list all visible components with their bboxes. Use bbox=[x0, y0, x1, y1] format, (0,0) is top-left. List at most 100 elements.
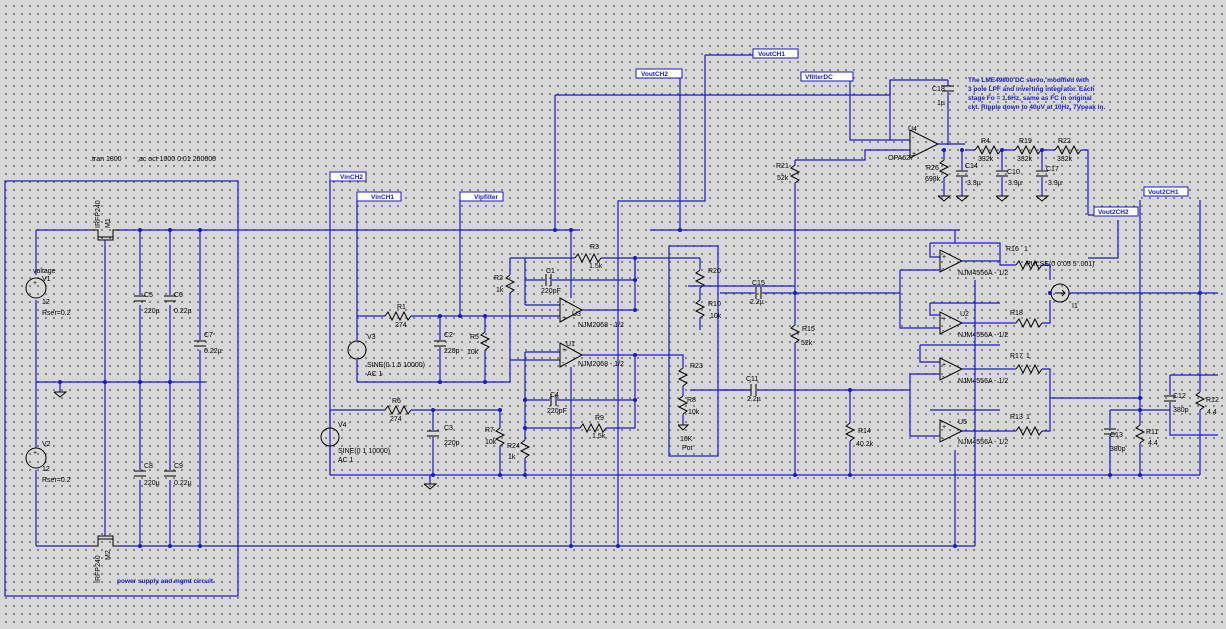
netflag-voutch2[interactable]: VoutCH2 bbox=[635, 68, 683, 79]
servo-note-line-2: 3 pole LPF and inverting integrator. Eac… bbox=[968, 86, 1094, 93]
capacitor-c7[interactable]: C7 0.22µ bbox=[194, 332, 222, 355]
r6-value: 274 bbox=[390, 416, 402, 423]
r24-name: R24 bbox=[507, 443, 520, 450]
u6-value: NJM4556A - 1/2 bbox=[958, 378, 1008, 385]
ac-directive[interactable]: ;ac oct 1000 0.01 200000 bbox=[137, 156, 216, 163]
i1-value: PULSE(0 0.05 5 .001) bbox=[1026, 261, 1095, 268]
c6-name: C6 bbox=[174, 292, 183, 299]
r16-value: 1 bbox=[1024, 246, 1028, 253]
r12-name: R12 bbox=[1206, 397, 1219, 404]
pot-block[interactable]: R20 R10 10k R23 R8 10k 10K Pot bbox=[635, 245, 795, 457]
mosfet-m2[interactable]: IRFP240 M2 bbox=[91, 382, 120, 583]
u5-name: U5 bbox=[958, 419, 967, 426]
r2-name: R2 bbox=[494, 275, 503, 282]
capacitor-c6[interactable]: C6 0.22µ bbox=[164, 292, 192, 315]
coupling-stage: C15 2.2µ C11 2.2µ R21 52k R15 52k R14 40… bbox=[720, 160, 910, 475]
pot-value: 10K bbox=[680, 436, 693, 443]
v1-voltage-label: voltage bbox=[33, 268, 56, 275]
u4-value: OPA627 bbox=[888, 155, 914, 162]
m1-model: IRFP240 bbox=[95, 200, 102, 228]
c10-name: C10 bbox=[1007, 169, 1020, 176]
r19-name: R19 bbox=[1019, 138, 1032, 145]
u4-name: U4 bbox=[908, 126, 917, 133]
svg-text:Vout2CH1: Vout2CH1 bbox=[1148, 189, 1179, 196]
svg-text:+: + bbox=[33, 280, 37, 287]
v3-value: SINE(0 1.5 10000) bbox=[367, 362, 425, 369]
power-supply-block: power supply and mgmt circuit + voltage … bbox=[4, 180, 975, 597]
i1-name: I1 bbox=[1072, 303, 1078, 310]
c7-value: 0.22µ bbox=[204, 348, 222, 355]
r21-value: 52k bbox=[777, 175, 789, 182]
svg-text:VoutCH1: VoutCH1 bbox=[758, 51, 785, 58]
u7-value: NJM4556A - 1/2 bbox=[958, 270, 1008, 277]
u3-value: NJM2068 - 1/2 bbox=[578, 322, 624, 329]
netflag-voutch1[interactable]: VoutCH1 bbox=[752, 48, 799, 59]
v3-param: AC 1 bbox=[367, 371, 383, 378]
capacitor-c9[interactable]: C9 0.22µ bbox=[164, 463, 192, 487]
svg-text:+: + bbox=[912, 151, 916, 158]
r9-name: R9 bbox=[595, 415, 604, 422]
c9-value: 0.22µ bbox=[174, 480, 192, 487]
u5-value: NJM4556A - 1/2 bbox=[958, 439, 1008, 446]
netflag-vinch1[interactable]: VinCH1 bbox=[356, 191, 402, 202]
r17-name: R17 bbox=[1010, 353, 1023, 360]
c2-name: C2 bbox=[444, 332, 453, 339]
svg-text:+: + bbox=[33, 450, 37, 457]
svg-text:-: - bbox=[942, 374, 945, 381]
svg-text:-: - bbox=[942, 266, 945, 273]
capacitor-c5[interactable]: C5 220µ bbox=[134, 292, 160, 315]
netflag-vipfilter[interactable]: Vipfilter bbox=[459, 191, 504, 202]
r23-name: R23 bbox=[690, 363, 703, 370]
c12-name: C12 bbox=[1173, 393, 1186, 400]
tran-directive[interactable]: .tran 1800 bbox=[90, 156, 122, 163]
input-stage: V3 SINE(0 1.5 10000) AC 1 V4 SINE(0 1 10… bbox=[320, 179, 1200, 546]
r15-value: 52k bbox=[801, 340, 813, 347]
r13-value: 1 bbox=[1026, 414, 1030, 421]
c14-value: 3.3µ bbox=[967, 180, 981, 187]
r2-value: 1k bbox=[496, 287, 504, 294]
c5-value: 220µ bbox=[144, 308, 160, 315]
c3-value: 220p bbox=[444, 440, 460, 447]
r24-value: 1k bbox=[508, 454, 516, 461]
r14-name: R14 bbox=[858, 428, 871, 435]
svg-text:VfilterDC: VfilterDC bbox=[805, 74, 833, 81]
c12-value: 380p bbox=[1173, 407, 1189, 414]
netflag-vout2ch2[interactable]: Vout2CH2 bbox=[1093, 206, 1139, 217]
r8-value: 10k bbox=[688, 409, 700, 416]
c11-name: C11 bbox=[746, 376, 758, 383]
r10-name: R10 bbox=[708, 301, 721, 308]
c17-value: 3.3µ bbox=[1048, 180, 1062, 187]
svg-text:+: + bbox=[562, 315, 566, 322]
servo-note-line-3: stage Fo = 1.6Hz, same as FC in original bbox=[968, 95, 1092, 102]
netflag-vfilterdc[interactable]: VfilterDC bbox=[800, 71, 854, 82]
junction-dots bbox=[58, 148, 1202, 548]
r5-value: 10k bbox=[467, 349, 479, 356]
r14-value: 40.2k bbox=[856, 441, 874, 448]
netflag-vout2ch1[interactable]: Vout2CH1 bbox=[1143, 186, 1189, 197]
netflag-vinch2[interactable]: VinCH2 bbox=[329, 171, 367, 182]
r22-name: R22 bbox=[1058, 138, 1071, 145]
svg-text:VinCH2: VinCH2 bbox=[340, 174, 363, 181]
v1-param: Rser=0.2 bbox=[42, 310, 71, 317]
c5-name: C5 bbox=[144, 292, 153, 299]
r11-name: R11 bbox=[1146, 429, 1158, 436]
c7-name: C7 bbox=[204, 332, 213, 339]
r1-value: 274 bbox=[395, 322, 407, 329]
svg-text:Vipfilter: Vipfilter bbox=[474, 194, 499, 201]
pot-label: Pot bbox=[682, 445, 693, 452]
capacitor-c8[interactable]: C8 220µ bbox=[134, 463, 160, 487]
c18-name: C18 bbox=[932, 86, 945, 93]
r21-name: R21 bbox=[776, 163, 789, 170]
r10-value: 10k bbox=[710, 313, 722, 320]
m2-model: IRFP240 bbox=[95, 555, 102, 583]
c15-name: C15 bbox=[752, 280, 765, 287]
r18-name: R18 bbox=[1010, 310, 1023, 317]
r26-name: R26 bbox=[926, 165, 939, 172]
r17-value: 1 bbox=[1026, 353, 1030, 360]
mosfet-m1[interactable]: IRFP240 M1 bbox=[91, 200, 120, 382]
c17-name: C17 bbox=[1046, 166, 1059, 173]
r20-name: R20 bbox=[708, 268, 721, 275]
servo-note-line-4: ckt. Ripple down to 40uV at 10Hz, 7Vpeak… bbox=[968, 104, 1105, 111]
c8-value: 220µ bbox=[144, 480, 160, 487]
